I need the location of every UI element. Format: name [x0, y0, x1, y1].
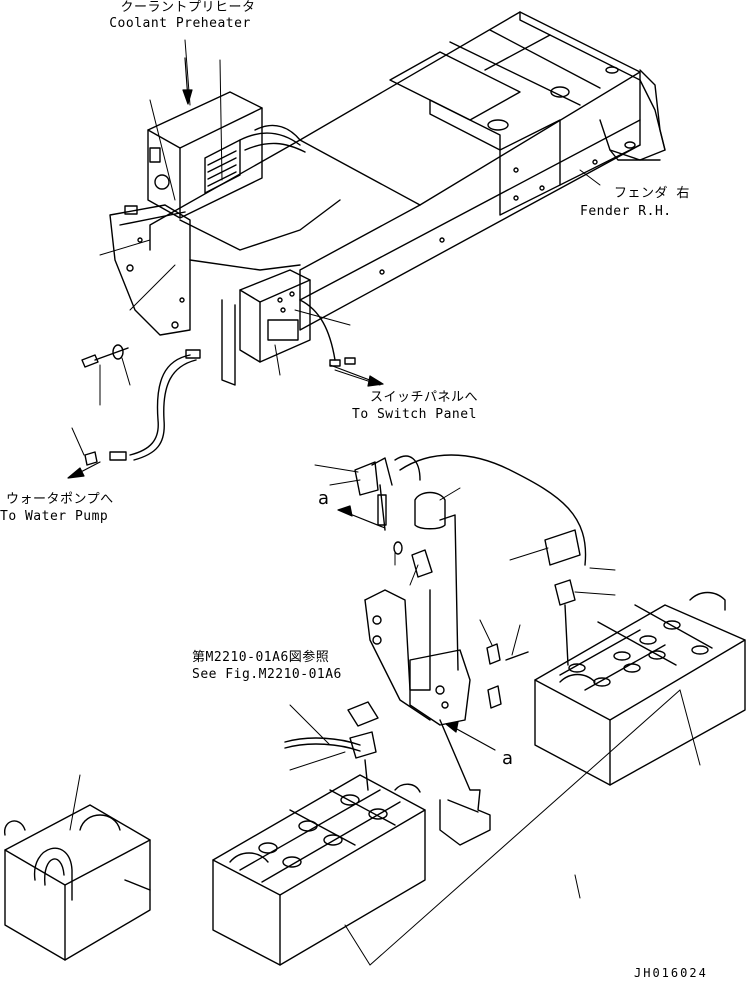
direction-arrows — [68, 58, 495, 750]
switch-panel-label-jp: スイッチパネルへ — [370, 390, 479, 405]
drawing-code: JH016024 — [634, 966, 708, 980]
battery-right — [535, 593, 745, 786]
leader-lines — [70, 40, 700, 965]
battery-left — [213, 702, 425, 965]
preheater-bracket — [110, 200, 340, 335]
water-pump-label-en: To Water Pump — [0, 509, 109, 524]
water-pump-label-jp: ウォータポンプへ — [6, 492, 114, 507]
coolant-preheater-label-en: Coolant Preheater — [109, 16, 251, 31]
coolant-preheater — [148, 92, 305, 218]
callout-a-top: a — [318, 488, 330, 509]
fender-rh-label-jp: フェンダ 右 — [614, 186, 690, 201]
main-frame — [150, 12, 665, 330]
water-pump-cable — [82, 345, 200, 465]
battery-hold-down — [5, 805, 150, 960]
coolant-preheater-label-jp: クーラントプリヒータ — [120, 0, 256, 15]
see-fig-label-jp: 第M2210-01A6図参照 — [192, 650, 330, 665]
switch-panel-label-en: To Switch Panel — [352, 407, 477, 422]
battery-switch-assembly — [355, 455, 586, 845]
relay-box — [222, 270, 355, 385]
fender-rh-label-en: Fender R.H. — [580, 204, 672, 219]
see-fig-label-en: See Fig.M2210-01A6 — [192, 667, 342, 682]
callout-a-bottom: a — [502, 748, 514, 769]
